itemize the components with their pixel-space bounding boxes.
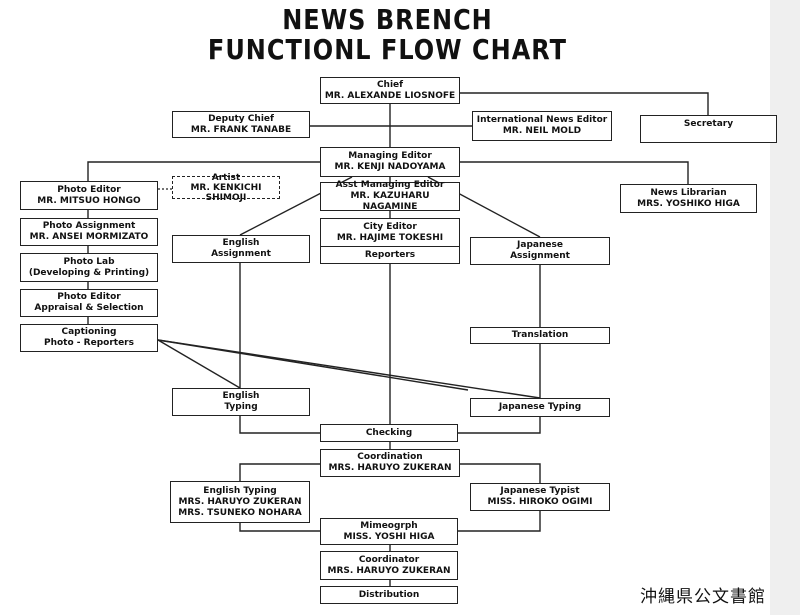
box-intl-name: MR. NEIL MOLD (502, 126, 582, 136)
line-chief-secretary (460, 92, 709, 115)
chart-title-line2: FUNCTIONL FLOW CHART (207, 33, 568, 67)
box-english-assignment-role: English (222, 238, 260, 248)
box-checking: Checking (320, 424, 458, 442)
box-reporters: Reporters (320, 247, 460, 264)
box-photo-editor-name: MR. MITSUO HONGO (37, 195, 141, 206)
line-managing-photo (87, 161, 320, 181)
box-checking-role: Checking (365, 427, 413, 438)
box-artist-name: MR. KENKICHI SHIMOJI (190, 182, 262, 203)
box-japanese-typing-role: Japanese Typing (498, 402, 582, 412)
box-coordinator-role: Coordinator (358, 554, 420, 565)
box-english-typing-role: English (222, 391, 260, 401)
box-photo-appraisal: Photo Editor Appraisal & Selection (20, 289, 158, 317)
scan-edge (770, 0, 800, 615)
box-translation-role: Translation (511, 330, 569, 340)
box-artist-role: Artist (211, 172, 241, 183)
box-japanese-typist-name: MISS. HIROKO OGIMI (487, 497, 593, 507)
box-japanese-typing: Japanese Typing (470, 398, 610, 417)
box-coordination: Coordination MRS. HARUYO ZUKERAN (320, 449, 460, 477)
box-translation: Translation (470, 327, 610, 344)
box-coordinator-name: MRS. HARUYO ZUKERAN (327, 565, 451, 576)
box-english-typing-name: Typing (224, 402, 258, 412)
box-news-librarian: News Librarian MRS. YOSHIKO HIGA (620, 184, 757, 213)
box-english-typing2-name: MRS. HARUYO ZUKERAN (178, 496, 302, 507)
line-etyping-mimeo (239, 523, 320, 532)
box-chief: Chief MR. ALEXANDE LIOSNOFE (320, 77, 460, 104)
line-jtyping-checking (458, 417, 541, 434)
line-coord-etyping (239, 463, 320, 481)
box-photo-editor-role: Photo Editor (57, 184, 121, 195)
box-secretary-role: Secretary (683, 119, 734, 129)
box-asst-managing-editor: Asst Managing Editor MR. KAZUHARU NAGAMI… (320, 180, 460, 212)
box-reporters-role: Reporters (364, 249, 416, 260)
box-english-typing2-role: English Typing (203, 485, 277, 496)
box-coordination-role: Coordination (357, 452, 423, 462)
box-deputy-chief: Deputy Chief MR. FRANK TANABE (172, 111, 310, 138)
box-librarian-role: News Librarian (650, 187, 727, 198)
box-photo-lab-role: Photo Lab (63, 256, 115, 267)
box-asst-role: Asst Managing Editor (335, 180, 445, 190)
line-managing-librarian (460, 161, 689, 184)
box-artist: Artist MR. KENKICHI SHIMOJI (172, 172, 280, 203)
box-coordination-name: MRS. HARUYO ZUKERAN (328, 463, 452, 473)
box-mimeograph: Mimeogrph MISS. YOSHI HIGA (320, 518, 458, 545)
box-managing-editor: Managing Editor MR. KENJI NADOYAMA (320, 147, 460, 177)
box-japanese-assignment-role: Japanese (517, 240, 563, 250)
box-photo-assignment: Photo Assignment MR. ANSEI MORMIZATO (20, 218, 158, 246)
line-caption-japanese-b (157, 339, 469, 391)
box-chief-role: Chief (376, 79, 404, 90)
box-distribution-role: Distribution (358, 589, 420, 600)
box-city-role: City Editor (363, 221, 417, 232)
box-photo-appraisal-name: Appraisal & Selection (34, 303, 144, 313)
line-coord-jtypist (460, 463, 541, 483)
box-english-assignment: English Assignment (172, 235, 310, 263)
box-english-typing: English Typing (172, 388, 310, 416)
box-english-typing-staff: English Typing MRS. HARUYO ZUKERAN MRS. … (170, 481, 310, 523)
box-mimeograph-name: MISS. YOSHI HIGA (343, 531, 435, 542)
box-mimeograph-role: Mimeogrph (360, 520, 418, 531)
box-photo-lab-name: (Developing & Printing) (28, 267, 150, 278)
box-japanese-typist: Japanese Typist MISS. HIROKO OGIMI (470, 483, 610, 511)
box-city-name: MR. HAJIME TOKESHI (336, 232, 444, 243)
box-japanese-assignment-name: Assignment (510, 251, 570, 261)
archive-stamp: 沖縄県公文書館 (640, 587, 766, 607)
box-international-editor: International News Editor MR. NEIL MOLD (472, 111, 612, 141)
box-deputy-name: MR. FRANK TANABE (190, 124, 292, 135)
box-japanese-assignment: Japanese Assignment (470, 237, 610, 265)
box-photo-assignment-name: MR. ANSEI MORMIZATO (29, 232, 149, 242)
box-english-typing2-name2: MRS. TSUNEKO NOHARA (178, 507, 302, 518)
chart-title-line1: NEWS BRENCH (282, 3, 493, 37)
box-managing-role: Managing Editor (348, 151, 432, 161)
line-caption-english (157, 339, 241, 389)
box-deputy-role: Deputy Chief (208, 113, 274, 124)
box-librarian-name: MRS. YOSHIKO HIGA (637, 198, 740, 209)
box-coordinator: Coordinator MRS. HARUYO ZUKERAN (320, 551, 458, 580)
box-english-assignment-name: Assignment (211, 249, 271, 259)
box-photo-editor: Photo Editor MR. MITSUO HONGO (20, 181, 158, 210)
box-photo-assignment-role: Photo Assignment (42, 221, 136, 231)
box-captioning-role: Captioning (61, 327, 117, 337)
box-city-editor: City Editor MR. HAJIME TOKESHI (320, 218, 460, 247)
line-etyping-checking (239, 416, 320, 434)
box-asst-name: MR. KAZUHARU NAGAMINE (350, 191, 430, 212)
box-captioning-name: Photo - Reporters (44, 338, 134, 348)
box-captioning: Captioning Photo - Reporters (20, 324, 158, 352)
box-photo-appraisal-role: Photo Editor (57, 292, 121, 302)
box-distribution: Distribution (320, 586, 458, 604)
box-secretary: Secretary (640, 115, 777, 143)
box-photo-lab: Photo Lab (Developing & Printing) (20, 253, 158, 282)
box-intl-role: International News Editor (476, 115, 608, 125)
box-managing-name: MR. KENJI NADOYAMA (334, 162, 446, 172)
line-jtypist-mimeo (458, 511, 541, 532)
box-japanese-typist-role: Japanese Typist (500, 486, 580, 496)
box-chief-name: MR. ALEXANDE LIOSNOFE (324, 90, 456, 101)
